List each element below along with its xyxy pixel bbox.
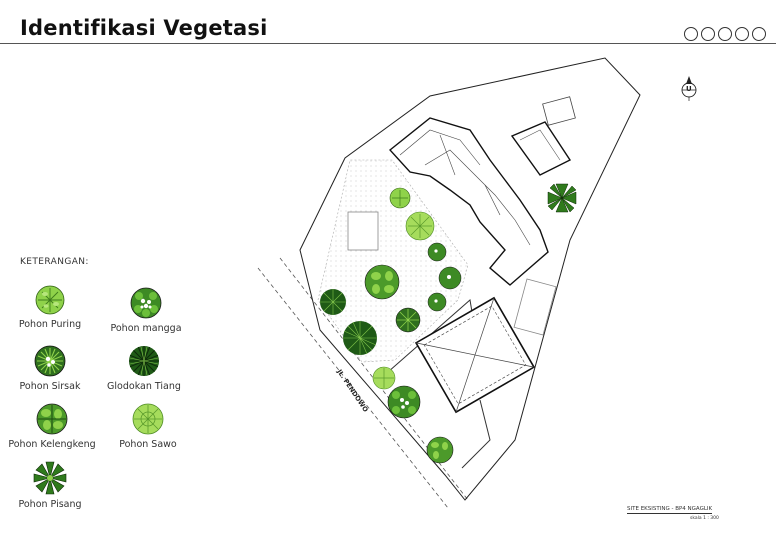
site-boundary [299,57,641,501]
tree-sirsak-site [395,307,421,333]
tree-mangga-site [387,385,421,419]
decor-circle [684,27,698,41]
mangga-tree-icon [130,287,162,319]
parking-rect [347,211,379,251]
glodokan-tree-icon [129,346,159,376]
site-scale: skala 1 : 300 [690,516,719,521]
tree-pisang-site [547,183,577,213]
legend-item-kelengkeng: Pohon Kelengkeng [6,402,98,450]
legend-label: Glodokan Tiang [107,381,181,392]
legend-item-puring: Pohon Puring [14,284,86,330]
sirsak-tree-icon [34,345,66,377]
sawo-tree-icon [132,403,164,435]
pisang-tree-icon [33,461,67,495]
parking-rect [513,278,557,336]
legend-item-mangga: Pohon mangga [106,286,186,334]
inner-wall [461,399,491,469]
title-rule [0,43,776,44]
puring-tree-icon [35,285,65,315]
legend-label: Pohon Kelengkeng [8,439,96,450]
north-arrow-icon [681,76,697,101]
legend-label: Pohon Sawo [119,439,177,450]
tree-sawo-site [405,211,435,241]
decor-circle [701,27,715,41]
legend-item-sawo: Pohon Sawo [110,402,186,450]
kelengkeng-tree-icon [36,403,68,435]
tree-puring-site [389,187,411,209]
north-label: U [686,85,692,93]
legend-label: Pohon mangga [110,323,182,334]
page-title: Identifikasi Vegetasi [20,16,268,40]
yard-area [317,159,469,363]
legend-label: Pohon Pisang [18,499,82,510]
tree-kelengkeng-site [364,264,400,300]
decor-circles [684,27,766,41]
legend-label: Pohon Puring [18,319,82,330]
tree-glodokan-site [320,289,346,315]
pavilion [414,296,536,414]
site-plan [257,57,697,509]
structure-rect [542,96,576,126]
legend-title: KETERANGAN: [20,257,89,267]
legend-label: Pohon Sirsak [19,381,81,392]
legend-item-sirsak: Pohon Sirsak [14,344,86,392]
tree-sawo-site [372,366,396,390]
building-annex [510,121,572,176]
legend-item-glodokan: Glodokan Tiang [104,344,184,392]
building-main [388,117,549,286]
tree-glodokan-site [343,321,377,355]
decor-circle [718,27,732,41]
decor-circle [752,27,766,41]
tree-kelengkeng-site [426,436,454,464]
legend-item-pisang: Pohon Pisang [8,460,92,510]
decor-circle [735,27,749,41]
site-caption: SITE EKSISTING - BP4 NGAGLIK [627,506,713,514]
